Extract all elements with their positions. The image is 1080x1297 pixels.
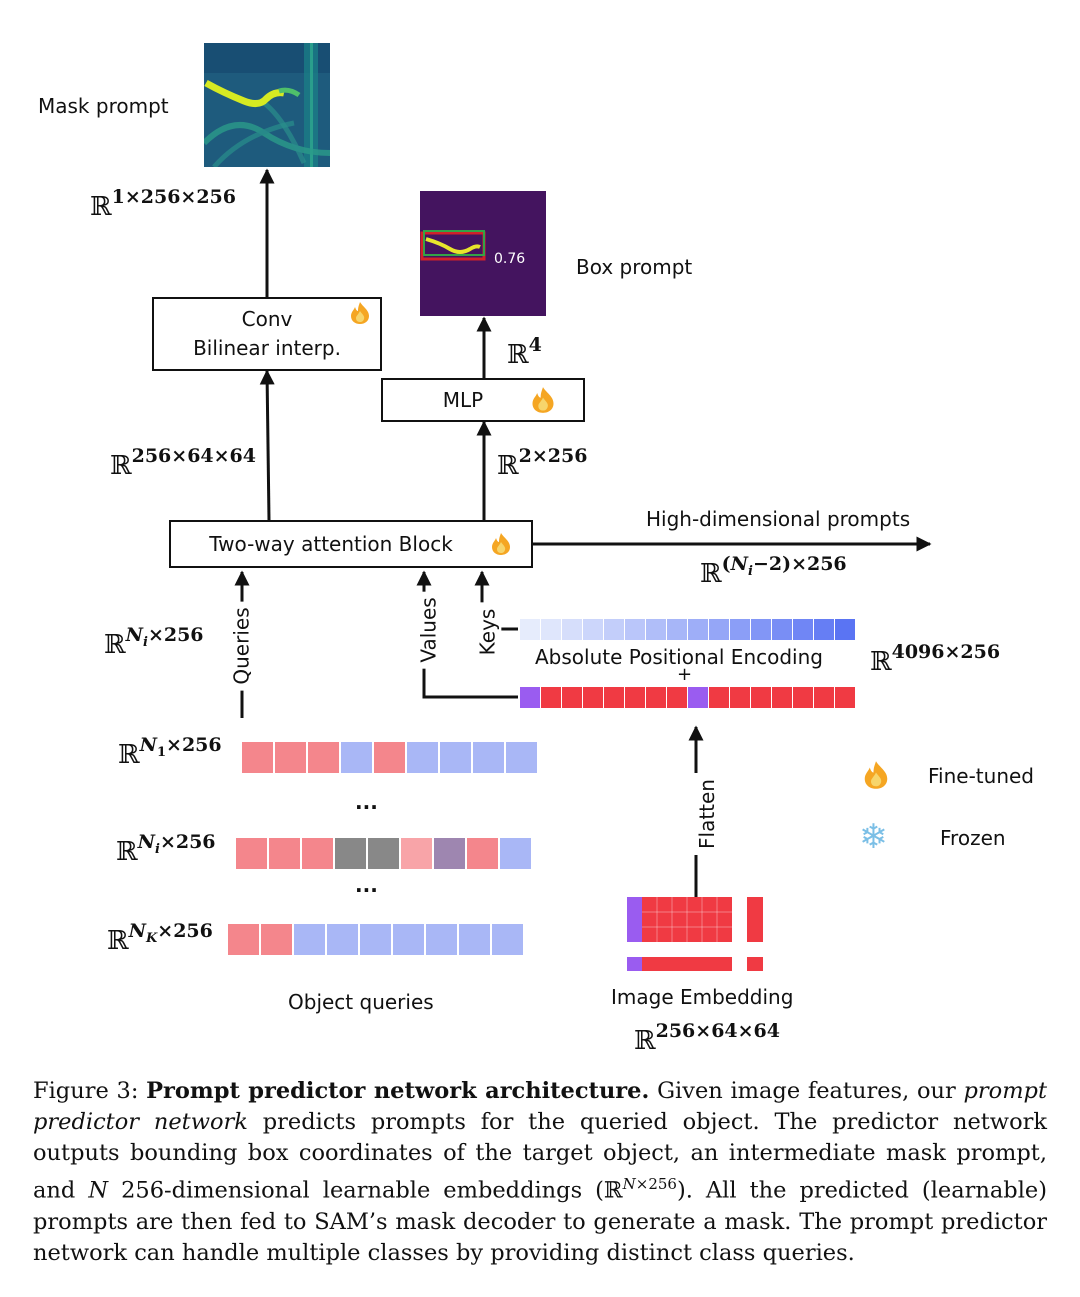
image-embedding-grid — [627, 897, 763, 971]
box-prompt-image: 0.76 — [420, 191, 546, 316]
query-row-nk — [228, 924, 523, 955]
conv-block: Conv Bilinear interp. — [152, 297, 382, 371]
box-score-text: 0.76 — [494, 251, 525, 267]
nk-dim-label: ℝNK×256 — [107, 920, 213, 956]
query-row-n1 — [242, 742, 537, 773]
plus-sign: + — [677, 664, 693, 685]
caption-title: Prompt predictor network architecture. — [146, 1078, 650, 1104]
caption-figure-label: Figure 3: — [33, 1078, 139, 1104]
fire-icon — [492, 533, 510, 555]
ellipsis-1: ... — [355, 790, 378, 814]
figure-caption: Figure 3: Prompt predictor network archi… — [33, 1078, 1048, 1266]
attention-label: Two-way attention Block — [209, 531, 453, 556]
high-dim-dim-label: ℝ(Ni−2)×256 — [700, 553, 847, 589]
ellipsis-2: ... — [355, 873, 378, 897]
ape-dim-label: ℝ4096×256 — [870, 641, 1001, 677]
connector-lines — [234, 168, 932, 897]
conv-line1: Conv — [241, 307, 293, 331]
conv-input-dim-label: ℝ256×64×64 — [110, 445, 256, 481]
image-embedding-label: Image Embedding — [611, 985, 794, 1009]
mlp-input-dim-label: ℝ2×256 — [497, 445, 588, 481]
mask-prompt-heatmap — [204, 43, 330, 167]
flatten-label: Flatten — [692, 773, 721, 855]
queries-dim-label: ℝNi×256 — [104, 624, 204, 660]
legend-frozen-label: Frozen — [940, 826, 1006, 850]
conv-line2: Bilinear interp. — [193, 336, 341, 360]
box-prompt-label: Box prompt — [576, 255, 693, 279]
queries-label: Queries — [227, 601, 256, 691]
arrow-attn-to-conv — [259, 369, 275, 521]
high-dim-prompts-label: High-dimensional prompts — [646, 507, 911, 531]
box-dim-label: ℝ4 — [507, 334, 542, 370]
mlp-label: MLP — [442, 387, 484, 412]
embedding-dim-label: ℝ256×64×64 — [634, 1020, 780, 1056]
positional-encoding-row — [520, 619, 855, 640]
positional-encoding-label: Absolute Positional Encoding — [535, 645, 823, 669]
mask-dim-label: ℝ1×256×256 — [90, 186, 236, 222]
fire-icon — [532, 387, 554, 413]
snowflake-icon: ❄ — [859, 817, 888, 857]
flattened-embedding-row — [520, 687, 855, 708]
caption-emphasis: prompt predictor network — [33, 1078, 1047, 1135]
attention-block: Two-way attention Block — [169, 520, 533, 568]
object-queries-label: Object queries — [288, 990, 434, 1014]
mask-prompt-label: Mask prompt — [38, 94, 169, 118]
ni-dim-label: ℝNi×256 — [116, 831, 216, 867]
n1-dim-label: ℝN1×256 — [118, 734, 222, 770]
keys-label: Keys — [473, 602, 502, 662]
query-row-ni — [236, 838, 531, 869]
fire-icon — [864, 761, 888, 789]
legend-finetuned-label: Fine-tuned — [928, 764, 1034, 788]
values-label: Values — [414, 591, 443, 669]
fire-icon — [351, 302, 369, 324]
